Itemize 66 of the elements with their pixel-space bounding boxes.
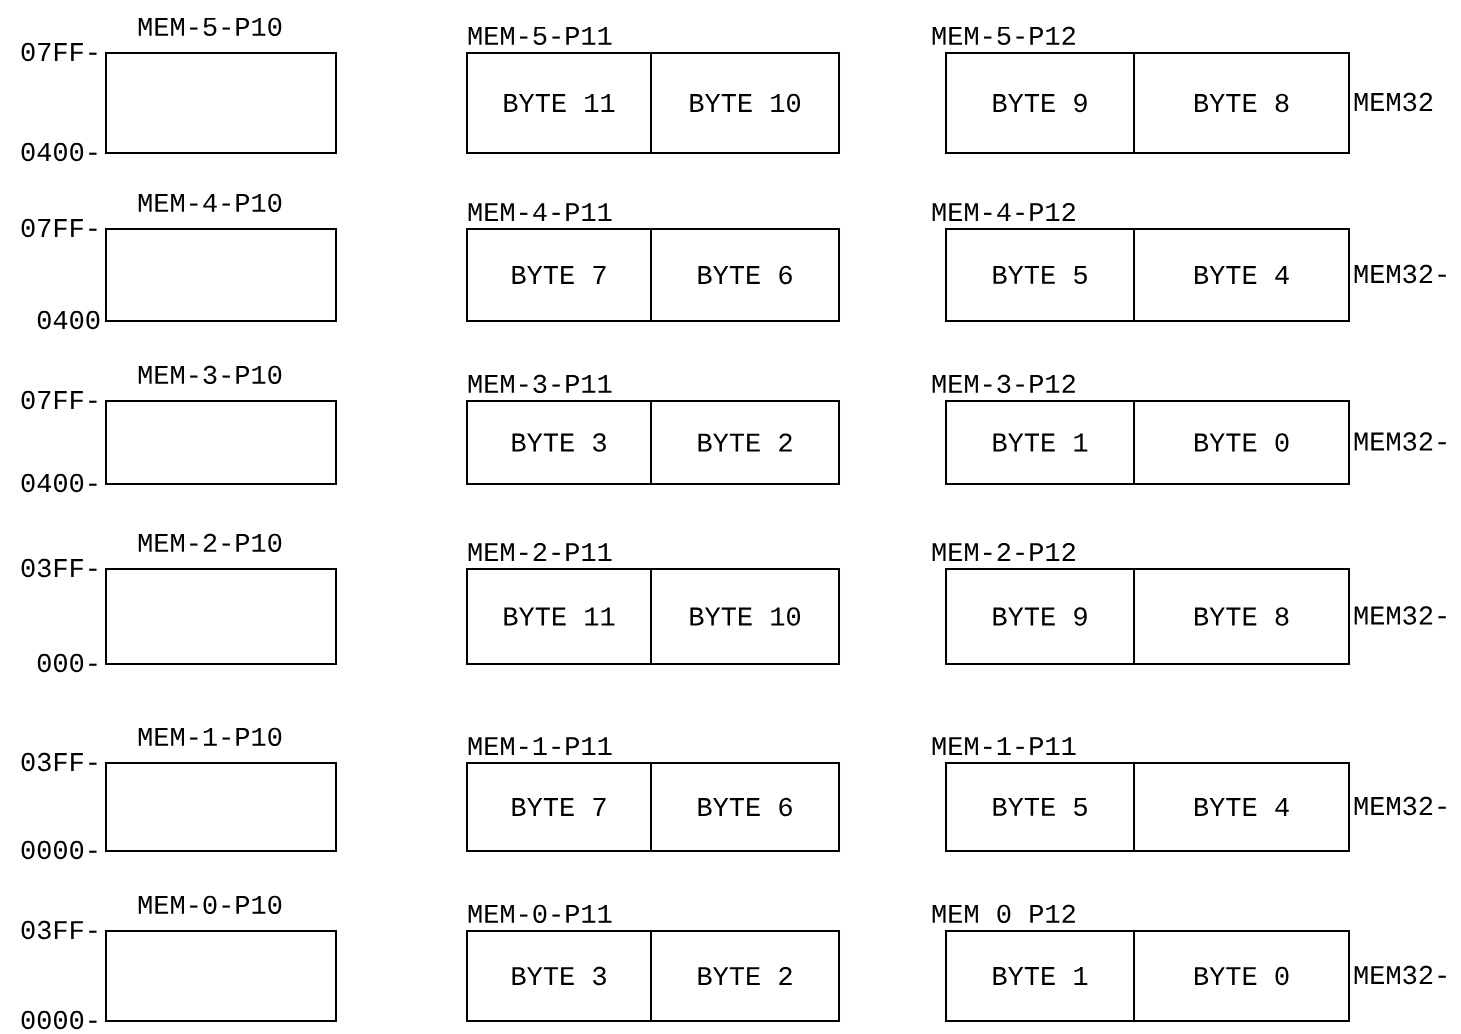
module-label: MEM32- — [1354, 796, 1446, 816]
node-label: MEM-5-P11 — [468, 26, 612, 46]
byte-cell: BYTE 6 — [650, 228, 840, 322]
byte-cell: BYTE 10 — [650, 568, 840, 665]
byte-cell: BYTE 9 — [945, 52, 1135, 154]
address-label: 07FF- — [21, 218, 97, 238]
node-label: MEM-2-P10 — [138, 533, 282, 553]
memory-block: MEM-2-P10 — [105, 533, 337, 665]
byte-cell: BYTE 5 — [945, 228, 1135, 322]
byte-cell: BYTE 8 — [1133, 568, 1350, 665]
node-label: MEM-4-P10 — [138, 193, 282, 213]
byte-cell: BYTE 9 — [945, 568, 1135, 665]
byte-cell: BYTE 11 — [466, 52, 652, 154]
node-label: MEM-3-P12 — [932, 374, 1075, 394]
byte-cell: BYTE 0 — [1133, 930, 1350, 1022]
address-label: 03FF- — [21, 558, 97, 578]
address-label: 0400- — [21, 142, 97, 162]
node-label: MEM-3-P10 — [138, 365, 282, 385]
node-label: MEM-5-P12 — [932, 26, 1075, 46]
byte-cell: BYTE 3 — [466, 400, 652, 485]
byte-cell: BYTE 11 — [466, 568, 652, 665]
node-label: MEM-4-P11 — [468, 203, 612, 222]
node-label: MEM-2-P12 — [932, 542, 1075, 562]
module-label: MEM32- — [1354, 264, 1446, 284]
memory-block: MEM-1-P10 — [105, 727, 337, 852]
address-label: 03FF- — [21, 752, 97, 772]
module-label: MEM32- — [1354, 606, 1446, 625]
byte-cell: BYTE 0 — [1133, 400, 1350, 485]
address-label: 000- — [37, 653, 97, 673]
address-label: 0000- — [21, 1010, 97, 1030]
node-label: MEM-1-P11 — [468, 737, 612, 756]
node-label: MEM 0 P12 — [932, 904, 1075, 924]
node-label: MEM-5-P10 — [138, 17, 282, 37]
memory-block: MEM-4-P10 — [105, 193, 337, 322]
address-label: 0400 — [37, 310, 100, 330]
node-label: MEM-4-P12 — [932, 202, 1075, 222]
byte-cell: BYTE 4 — [1133, 228, 1350, 322]
node-label: MEM-2-P11 — [468, 542, 612, 562]
node-label: MEM-1-P10 — [138, 727, 282, 747]
byte-cell: BYTE 5 — [945, 762, 1135, 852]
byte-cell: BYTE 7 — [466, 762, 652, 852]
module-label: MEM32- — [1354, 432, 1446, 451]
byte-cell: BYTE 7 — [466, 228, 652, 322]
byte-cell: BYTE 8 — [1133, 52, 1350, 154]
memory-block: MEM-0-P10 — [105, 895, 337, 1022]
address-label: 0000- — [21, 840, 97, 860]
byte-cell: BYTE 6 — [650, 762, 840, 852]
byte-cell: BYTE 2 — [650, 930, 840, 1022]
module-label: MEM32- — [1354, 965, 1446, 985]
memory-block: MEM-3-P10 — [105, 365, 337, 485]
address-label: 0400- — [21, 473, 97, 493]
node-label: MEM-1-P11 — [932, 737, 1076, 756]
byte-cell: BYTE 4 — [1133, 762, 1350, 852]
node-label: MEM-3-P11 — [468, 374, 612, 394]
byte-cell: BYTE 1 — [945, 400, 1135, 485]
address-label: 07FF- — [21, 390, 97, 410]
byte-cell: BYTE 2 — [650, 400, 840, 485]
module-label: MEM32 — [1354, 92, 1433, 112]
node-label: MEM-0-P10 — [138, 895, 282, 915]
memory-block: MEM-5-P10 — [105, 17, 337, 154]
byte-cell: BYTE 1 — [945, 930, 1135, 1022]
address-label: 07FF- — [21, 42, 97, 62]
byte-cell: BYTE 3 — [466, 930, 652, 1022]
byte-cell: BYTE 10 — [650, 52, 840, 154]
address-label: 03FF- — [21, 920, 97, 940]
node-label: MEM-0-P11 — [468, 904, 612, 924]
